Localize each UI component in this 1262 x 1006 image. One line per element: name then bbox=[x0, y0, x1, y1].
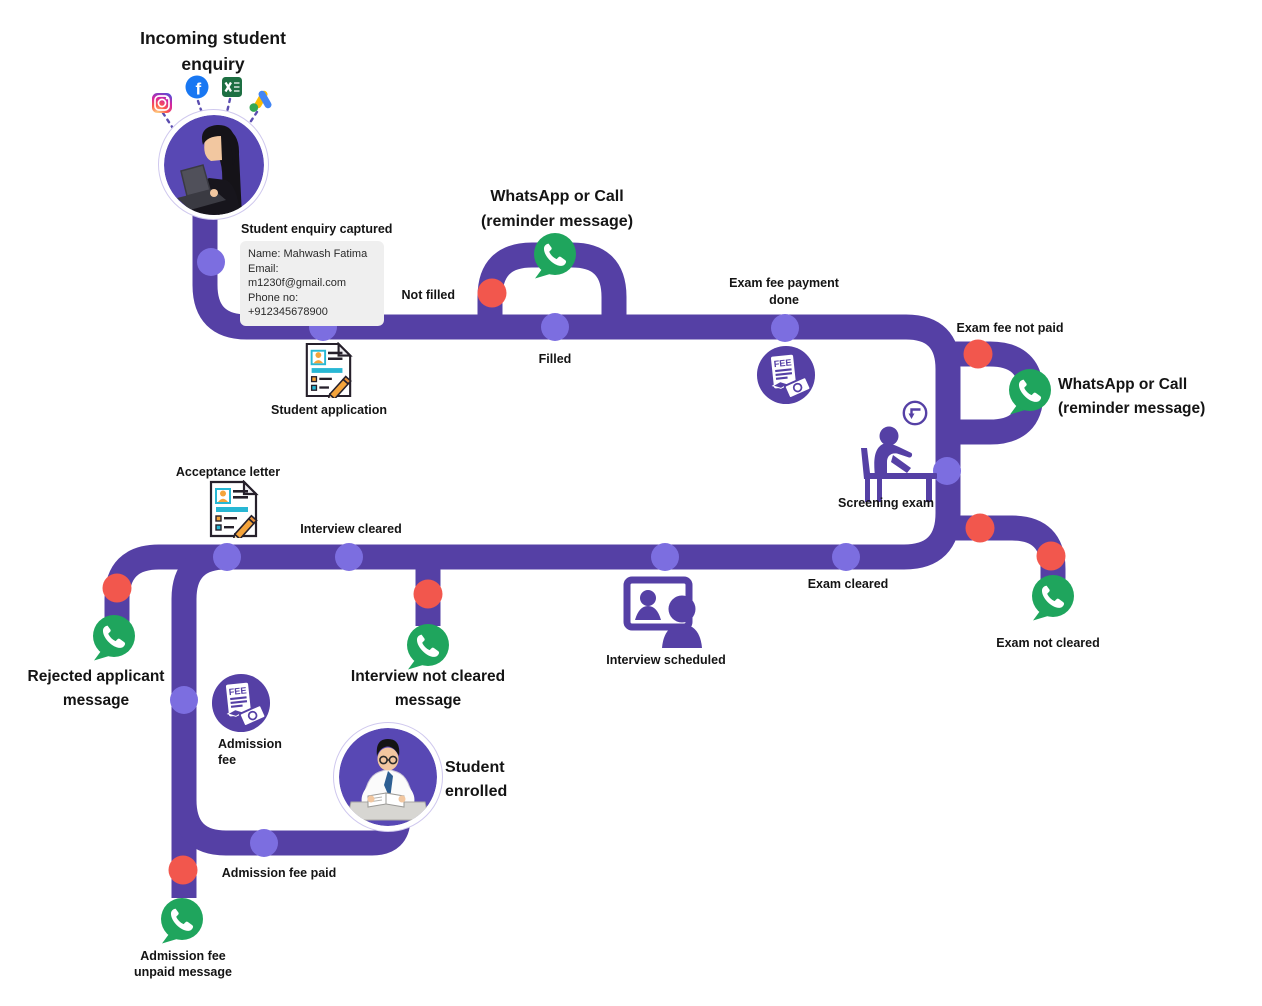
student-at-desk-illustration bbox=[339, 728, 437, 826]
student-enrolled-avatar bbox=[333, 722, 443, 832]
enquiry-details-card: Name: Mahwash Fatima Email: m1230f@gmail… bbox=[240, 241, 384, 326]
enquiry-email: Email: m1230f@gmail.com bbox=[248, 262, 346, 290]
woman-at-laptop-illustration bbox=[163, 114, 264, 215]
svg-text:FEE: FEE bbox=[228, 685, 247, 697]
not-filled-label: Not filled bbox=[401, 288, 455, 302]
rejected-applicant-label: Rejected applicant message bbox=[27, 668, 165, 709]
whatsapp-icon-interview-not-cleared bbox=[404, 622, 452, 670]
excel-icon bbox=[222, 77, 242, 97]
whatsapp-icon-rejected-applicant bbox=[90, 613, 138, 661]
retry-loop-icon bbox=[902, 400, 928, 426]
interview-not-cleared-label: Interview not cleared message bbox=[350, 668, 506, 709]
exam-fee-payment-done-label: Exam fee payment done bbox=[729, 276, 839, 307]
student-application-icon bbox=[302, 342, 354, 398]
screening-exam-icon bbox=[849, 424, 941, 502]
student-enrolled-label: Student enrolled bbox=[445, 759, 508, 800]
admission-fee-paid-label: Admission fee paid bbox=[221, 866, 337, 880]
admission-fee-unpaid-label: Admission fee unpaid message bbox=[134, 949, 232, 979]
admission-fee-label: Admission fee bbox=[218, 737, 282, 767]
whatsapp-reminder-top-label: WhatsApp or Call (reminder message) bbox=[480, 188, 634, 230]
step-dots bbox=[170, 248, 961, 857]
whatsapp-reminder-right-label: WhatsApp or Call (reminder message) bbox=[1058, 376, 1206, 417]
student-application-label: Student application bbox=[271, 403, 387, 417]
facebook-icon: f bbox=[185, 75, 209, 99]
whatsapp-icon-exam-not-cleared bbox=[1029, 573, 1077, 621]
enquiry-name: Name: Mahwash Fatima bbox=[248, 248, 368, 260]
screening-exam-label: Screening exam bbox=[838, 496, 934, 510]
enquiry-phone: Phone no: +912345678900 bbox=[248, 291, 328, 319]
acceptance-letter-icon bbox=[206, 480, 260, 538]
whatsapp-icon-reminder-application bbox=[531, 231, 579, 279]
filled-label: Filled bbox=[538, 352, 572, 366]
svg-text:f: f bbox=[195, 80, 201, 99]
alert-dots bbox=[102, 278, 1066, 885]
admission-fee-icon: FEE bbox=[211, 673, 271, 733]
exam-fee-not-paid-label: Exam fee not paid bbox=[956, 321, 1064, 335]
incoming-enquiry-avatar bbox=[158, 109, 269, 220]
exam-cleared-label: Exam cleared bbox=[807, 577, 889, 591]
acceptance-letter-label: Acceptance letter bbox=[175, 465, 281, 479]
instagram-icon bbox=[152, 93, 172, 113]
interview-cleared-label: Interview cleared bbox=[300, 522, 402, 536]
whatsapp-icon-reminder-exam-fee bbox=[1006, 367, 1054, 415]
interview-scheduled-label: Interview scheduled bbox=[606, 653, 726, 667]
svg-text:FEE: FEE bbox=[773, 357, 792, 369]
diagram-title: Incoming student enquiry bbox=[140, 28, 286, 74]
whatsapp-icon-admission-unpaid bbox=[158, 896, 206, 944]
exam-fee-icon: FEE bbox=[756, 345, 816, 405]
enquiry-captured-heading: Student enquiry captured bbox=[241, 222, 393, 236]
interview-scheduled-icon bbox=[622, 576, 714, 648]
exam-not-cleared-label: Exam not cleared bbox=[996, 636, 1100, 650]
google-ads-icon bbox=[249, 90, 272, 112]
